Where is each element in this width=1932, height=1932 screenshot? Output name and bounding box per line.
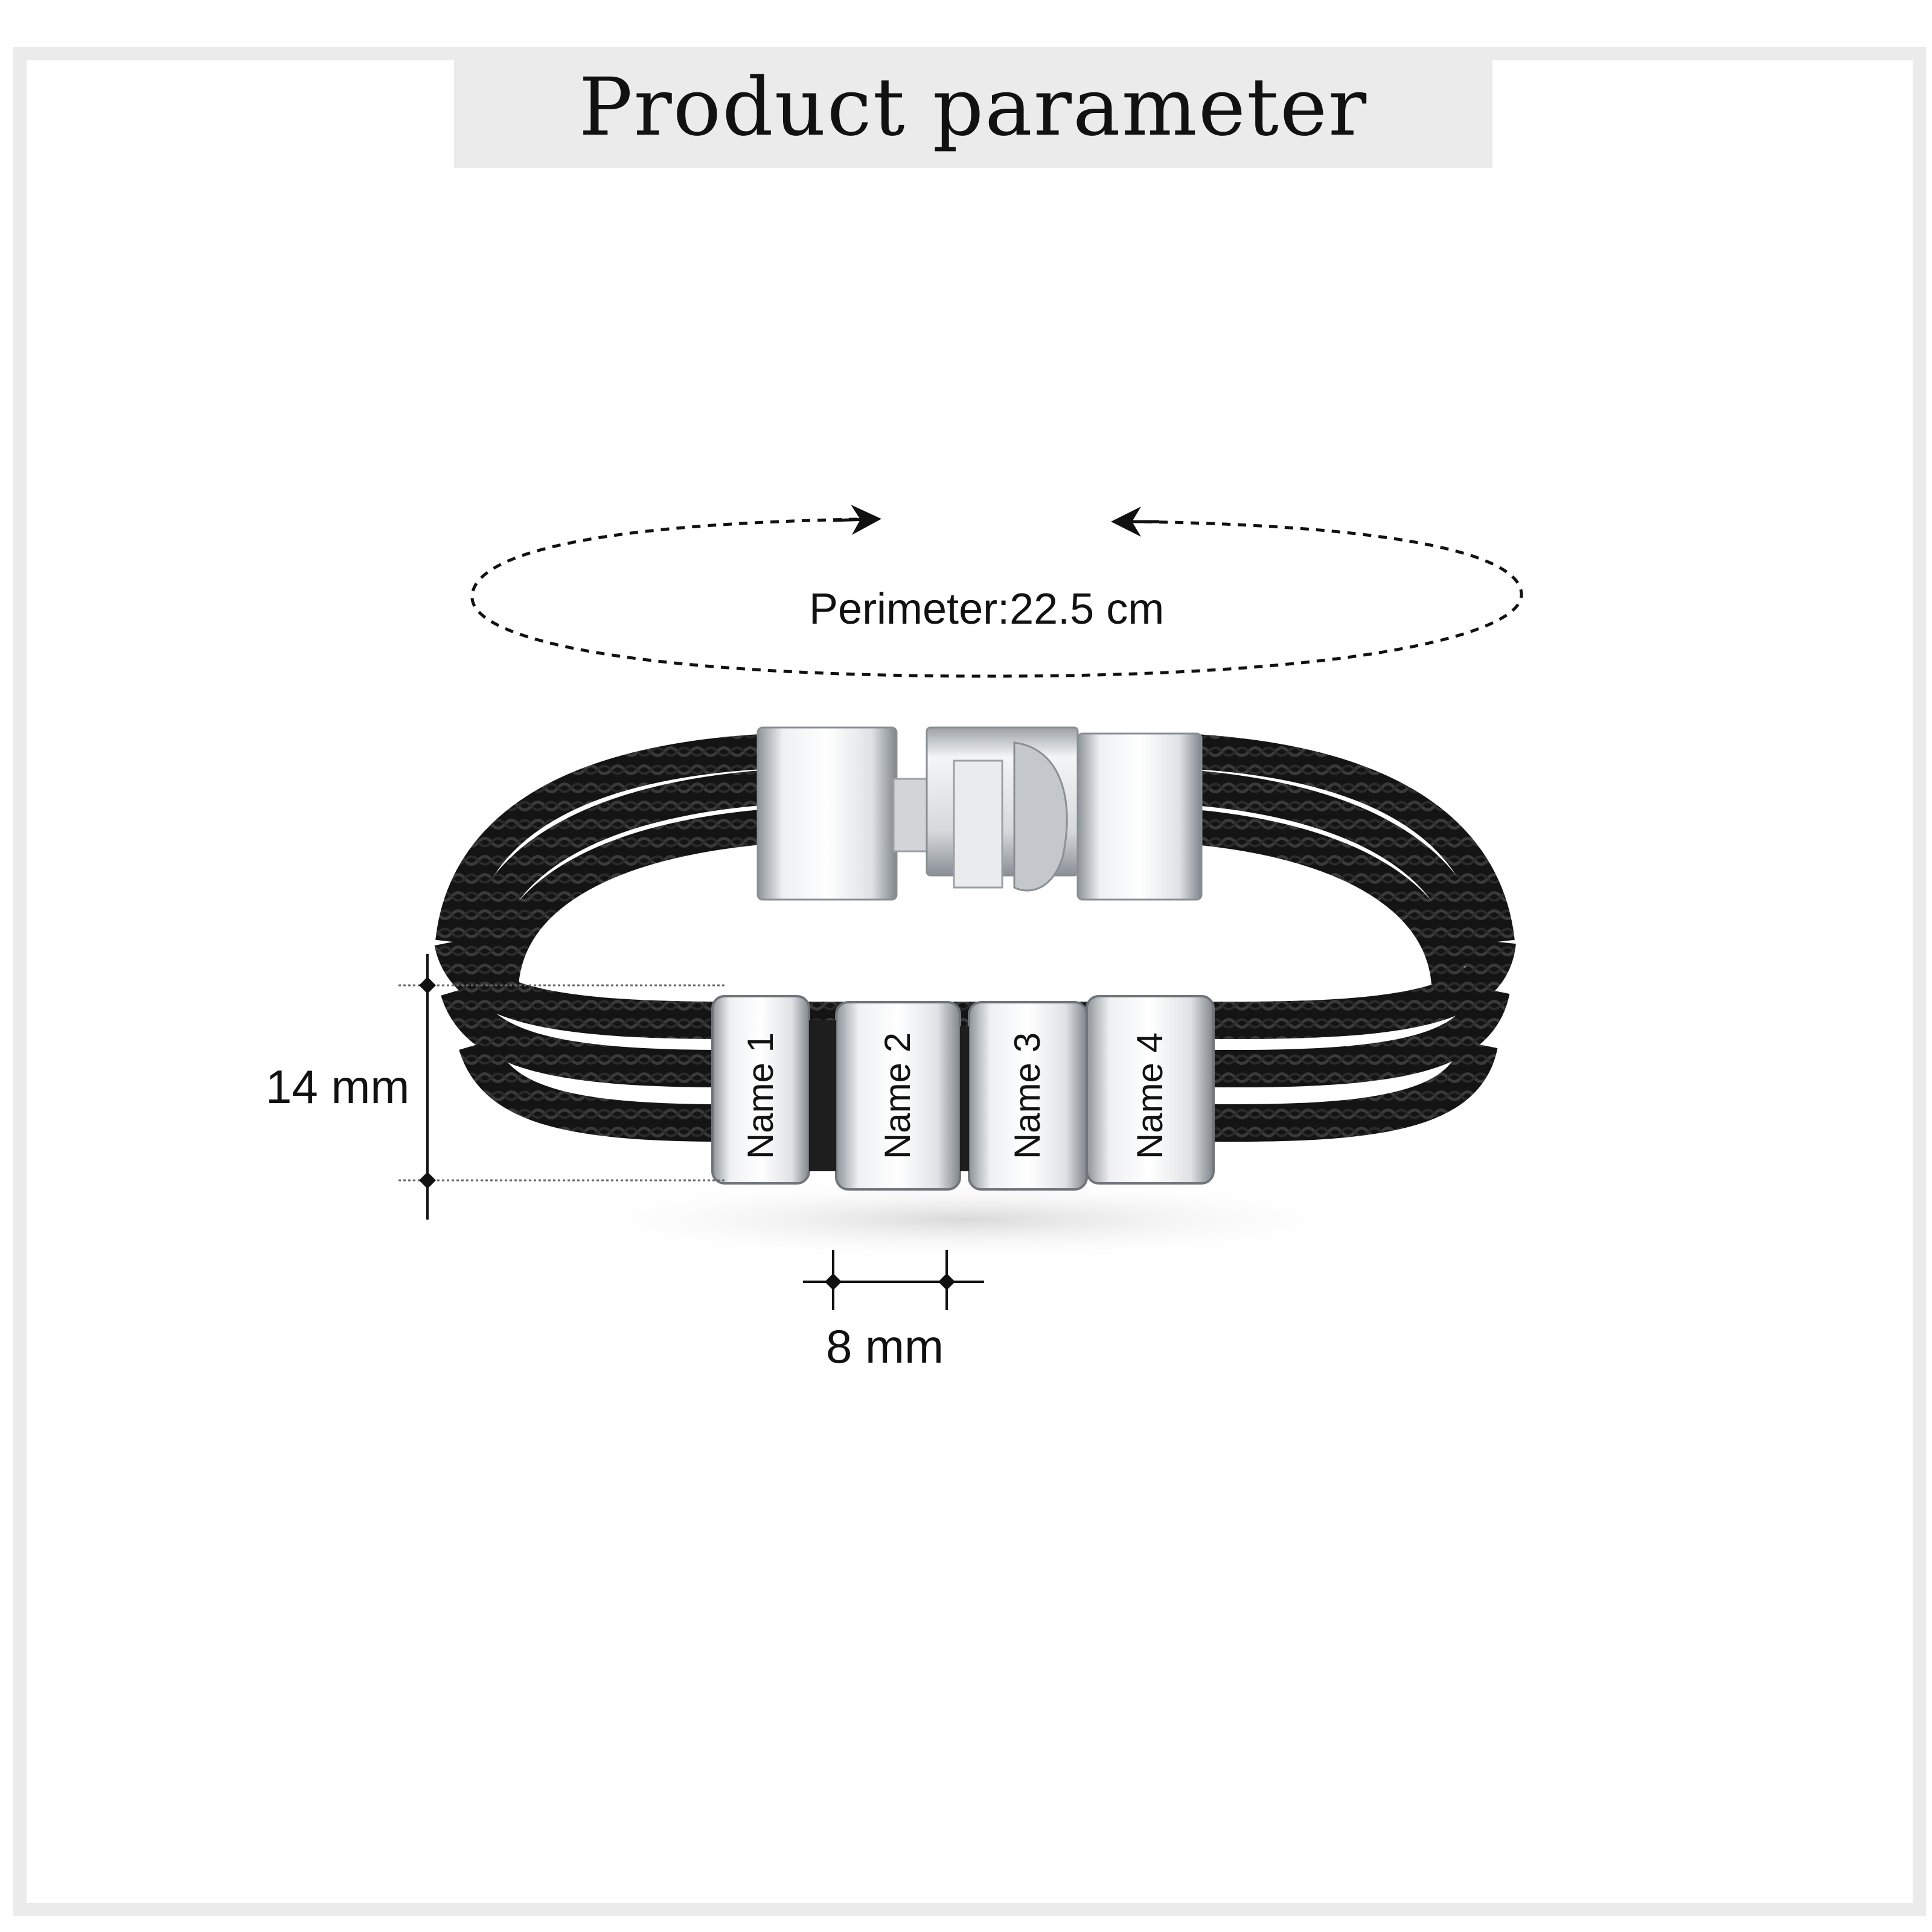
perimeter-ellipse xyxy=(470,505,1523,678)
height-label: 14 mm xyxy=(266,1060,410,1113)
bead-4 xyxy=(1086,995,1215,1185)
clasp xyxy=(756,726,1203,901)
bead-label: Name 1 xyxy=(740,1032,781,1160)
page-title: Product parameter xyxy=(578,61,1368,154)
bead-label: Name 3 xyxy=(1007,1032,1048,1160)
perimeter-label: Perimeter:22.5 cm xyxy=(809,585,1165,633)
width-dimension xyxy=(803,1250,984,1310)
bead-label: Name 4 xyxy=(1130,1032,1170,1160)
bead-label: Name 2 xyxy=(877,1032,918,1160)
height-dimension xyxy=(398,954,724,1220)
bracelet-shadow xyxy=(543,1177,1389,1262)
leather-strands-back xyxy=(435,734,1515,986)
title-band: Product parameter xyxy=(454,47,1492,168)
beads xyxy=(711,995,1215,1191)
width-label: 8 mm xyxy=(826,1320,944,1373)
